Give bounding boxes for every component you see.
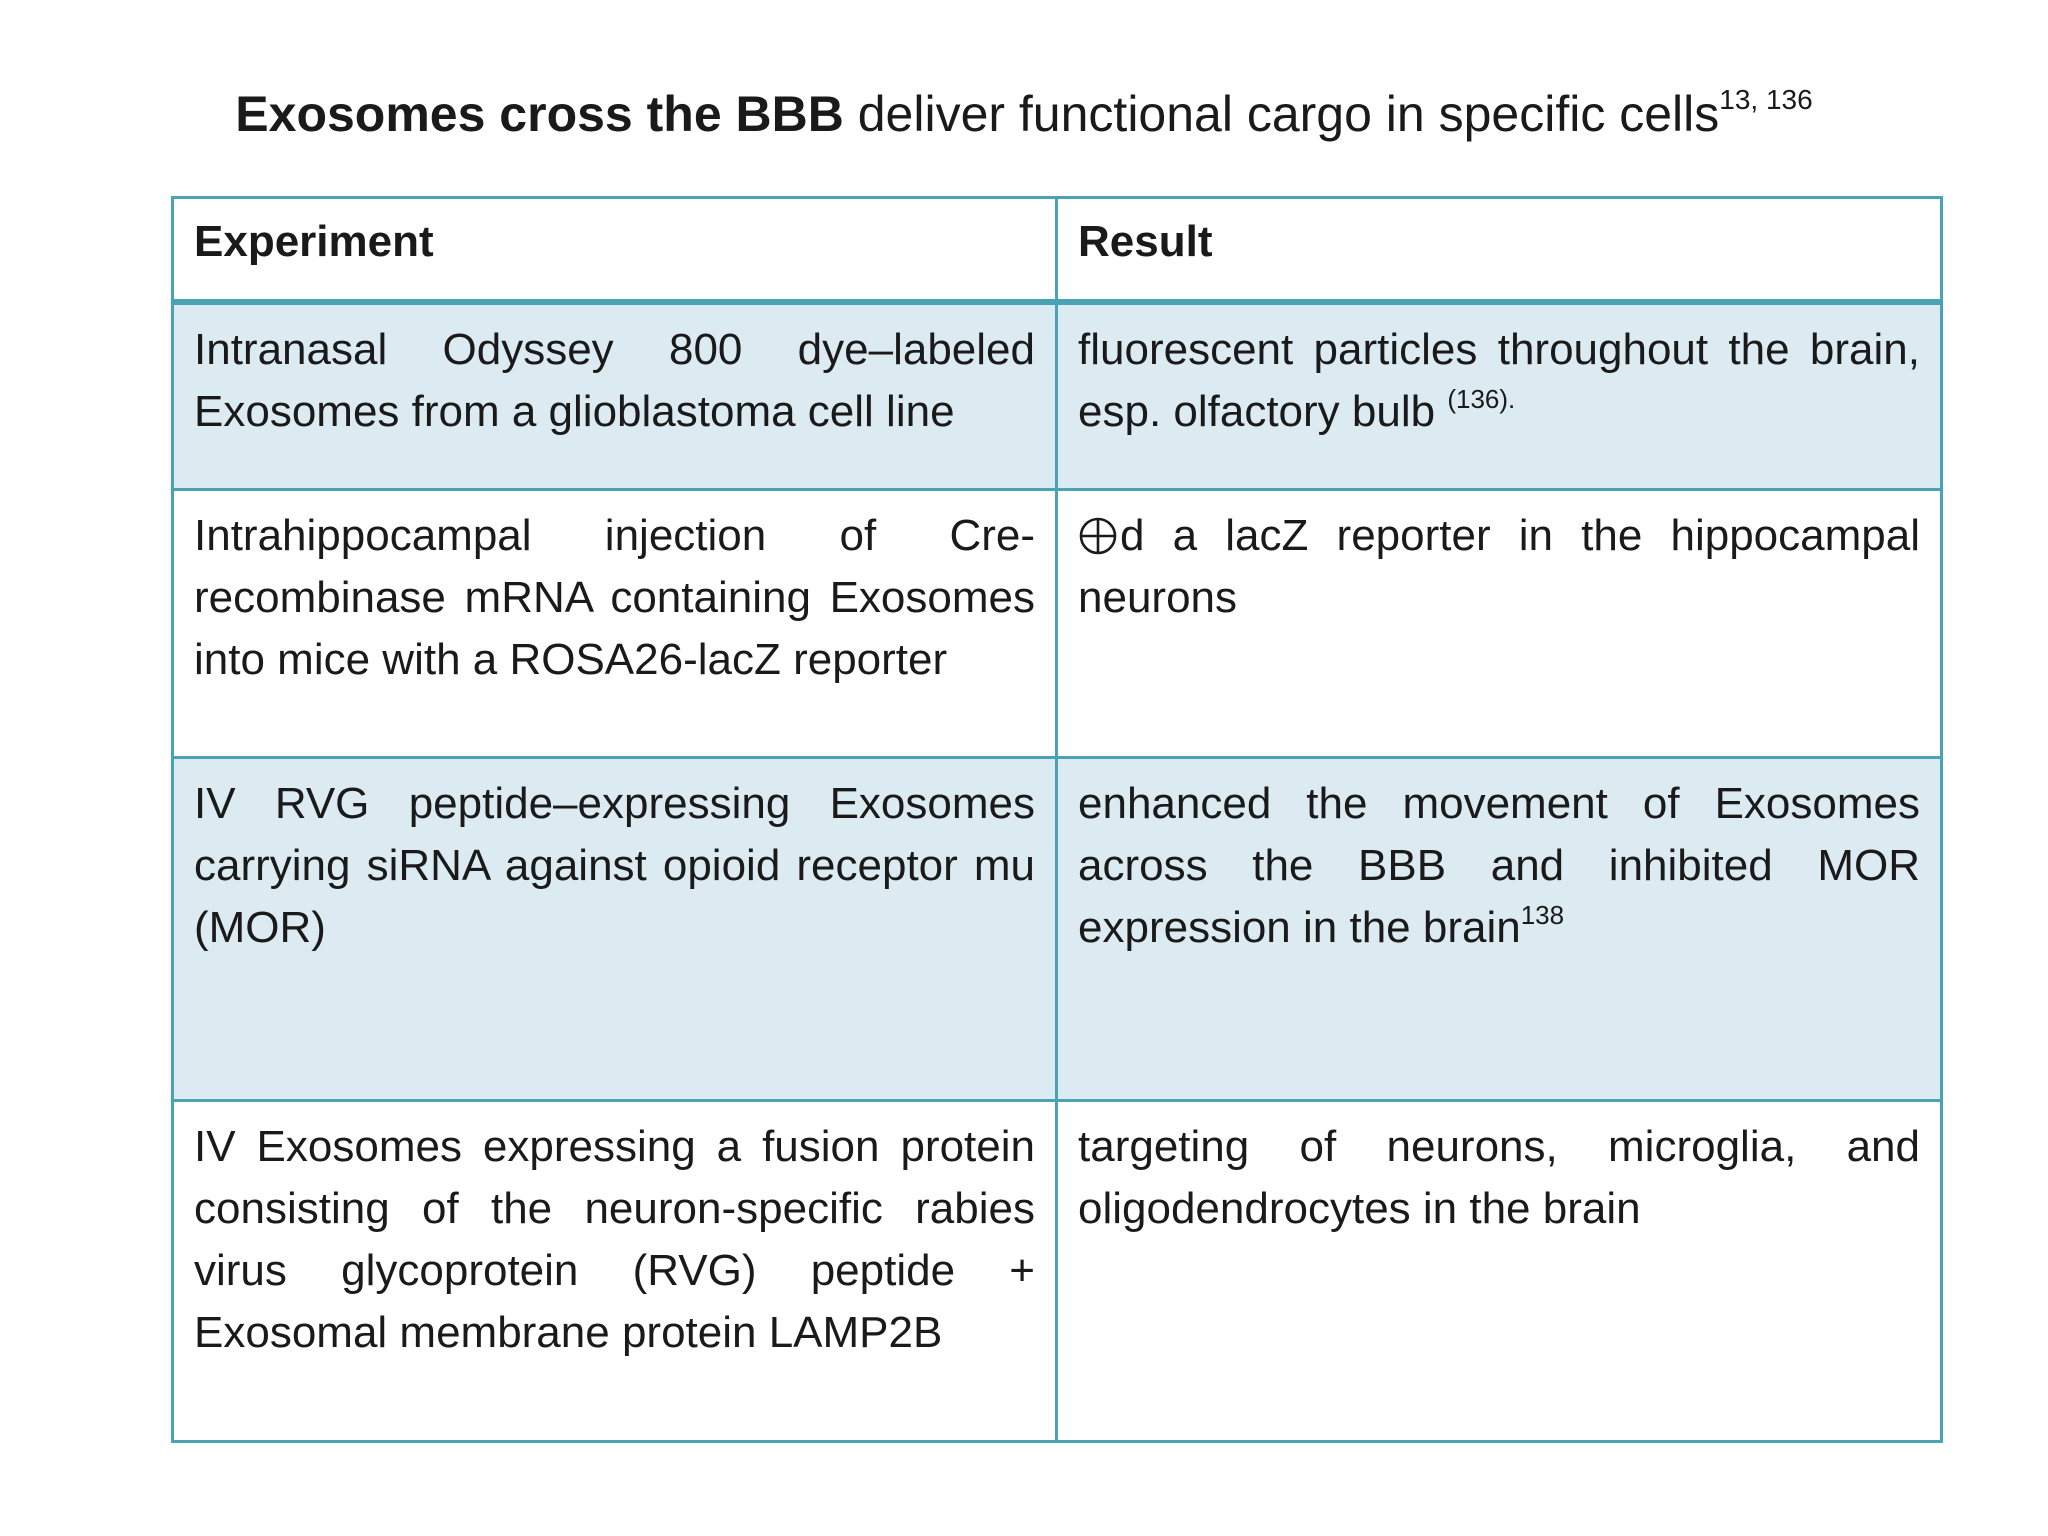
row-1-result-citation: (136).: [1447, 384, 1516, 414]
row-2-result-text: d a lacZ reporter in the hippocampal neu…: [1078, 511, 1920, 622]
row-1-result: fluorescent particles throughout the bra…: [1058, 305, 1940, 491]
title-regular: deliver functional cargo in specific cel…: [843, 86, 1720, 142]
title-citation: 13, 136: [1719, 84, 1813, 115]
header-experiment: Experiment: [174, 199, 1058, 305]
row-3-experiment: IV RVG peptide–expressing Exosomes carry…: [174, 759, 1058, 1102]
row-4-result-text: targeting of neurons, microglia, and oli…: [1078, 1122, 1920, 1233]
row-3-result: enhanced the movement of Exosomes across…: [1058, 759, 1940, 1102]
row-3-result-text: enhanced the movement of Exosomes across…: [1078, 779, 1920, 952]
row-4-result: targeting of neurons, microglia, and oli…: [1058, 1102, 1940, 1440]
row-2-experiment: Intrahippocampal injection of Cre-recomb…: [174, 491, 1058, 759]
header-result: Result: [1058, 199, 1940, 305]
circle-plus-icon: [1079, 517, 1117, 555]
row-4-experiment: IV Exosomes expressing a fusion protein …: [174, 1102, 1058, 1440]
row-2-result: d a lacZ reporter in the hippocampal neu…: [1058, 491, 1940, 759]
row-3-experiment-text: IV RVG peptide–expressing Exosomes carry…: [194, 779, 1035, 952]
row-1-experiment: Intranasal Odyssey 800 dye–labeled Exoso…: [174, 305, 1058, 491]
row-1-result-text: fluorescent particles throughout the bra…: [1078, 325, 1920, 436]
experiment-table: Experiment Result Intranasal Odyssey 800…: [171, 196, 1943, 1443]
title-bold: Exosomes cross the BBB: [235, 86, 844, 142]
row-1-experiment-text: Intranasal Odyssey 800 dye–labeled Exoso…: [194, 325, 1035, 436]
row-2-experiment-text: Intrahippocampal injection of Cre-recomb…: [194, 511, 1035, 684]
slide-title: Exosomes cross the BBB deliver functiona…: [0, 82, 2048, 146]
row-3-result-citation: 138: [1520, 900, 1565, 930]
row-4-experiment-text: IV Exosomes expressing a fusion protein …: [194, 1122, 1035, 1357]
